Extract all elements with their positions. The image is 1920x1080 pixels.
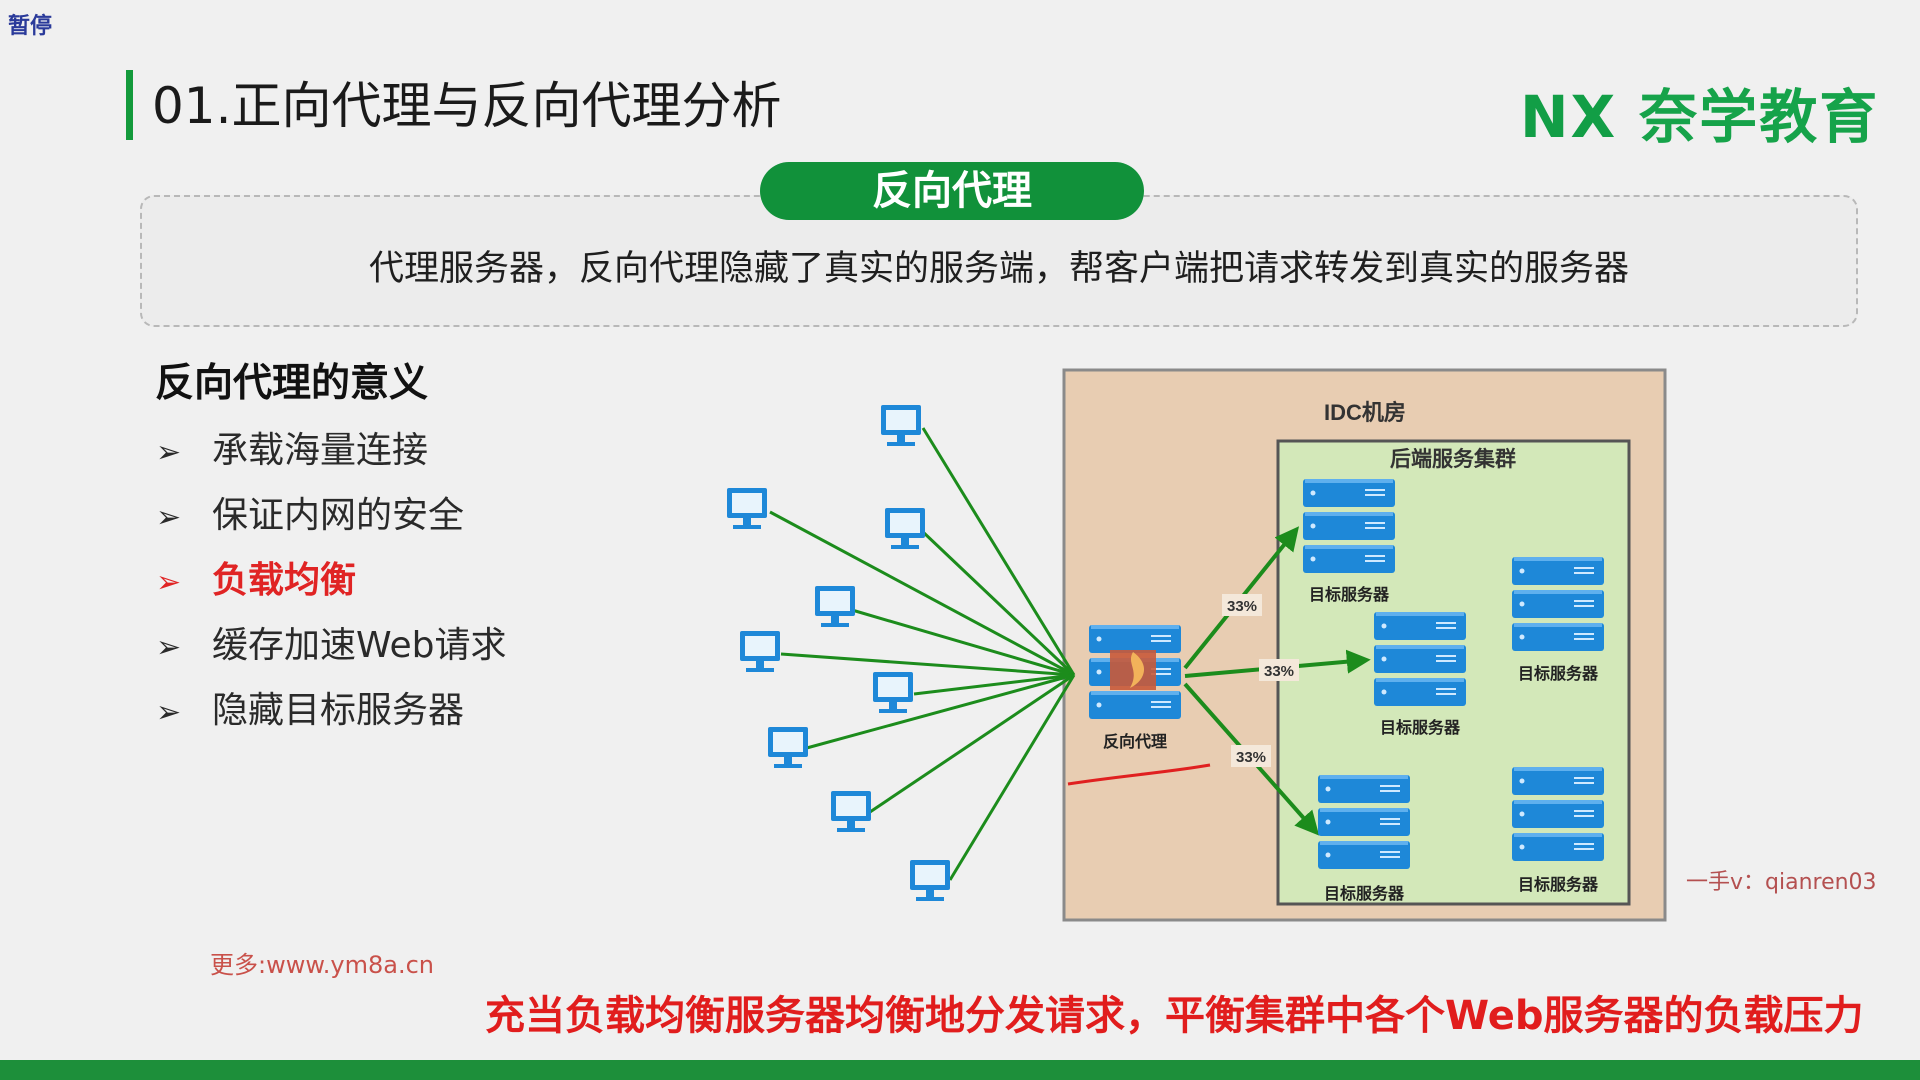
target-server-icon xyxy=(1318,775,1410,869)
client-monitor-icon xyxy=(740,631,780,672)
client-connection-line xyxy=(769,510,1075,677)
credit-watermark: 一手v：qianren03 xyxy=(1686,870,1877,895)
meaning-title: 反向代理的意义 xyxy=(155,361,429,406)
bullet-arrow-icon: ➢ xyxy=(156,500,182,535)
percent-bottom: 33% xyxy=(1236,749,1266,766)
target-server-label: 目标服务器 xyxy=(1518,664,1599,683)
logo-text: 奈学教育 xyxy=(1639,83,1880,151)
meaning-item: ➢ 承载海量连接 xyxy=(156,421,428,473)
client-monitor-icon xyxy=(815,586,855,627)
client-connection-line xyxy=(869,673,1075,814)
target-server-icon xyxy=(1512,557,1604,651)
meaning-item-label: 缓存加速Web请求 xyxy=(212,625,507,666)
logo-mark: NX xyxy=(1520,83,1618,151)
percent-badge xyxy=(1222,594,1262,616)
target-server-label: 目标服务器 xyxy=(1309,585,1390,604)
footer-bar xyxy=(0,1060,1920,1080)
client-connection-line xyxy=(913,673,1075,696)
percent-badge xyxy=(1259,659,1299,681)
percent-badge xyxy=(1231,745,1271,767)
meaning-item: ➢ 隐藏目标服务器 xyxy=(156,681,464,733)
target-server-label: 目标服务器 xyxy=(1380,718,1461,737)
definition-text: 代理服务器，反向代理隐藏了真实的服务端，帮客户端把请求转发到真实的服务器 xyxy=(368,249,1629,289)
proxy-label: 反向代理 xyxy=(1103,732,1167,751)
pause-label[interactable]: 暂停 xyxy=(8,14,53,39)
meaning-item: ➢ 保证内网的安全 xyxy=(156,486,464,538)
client-monitor-icon xyxy=(831,791,871,832)
bullet-arrow-icon: ➢ xyxy=(156,565,182,600)
client-monitor-icon xyxy=(881,405,921,446)
title-accent-bar xyxy=(126,70,133,140)
percent-mid: 33% xyxy=(1264,663,1294,680)
cluster-label: 后端服务集群 xyxy=(1390,447,1516,471)
idc-label: IDC机房 xyxy=(1324,400,1406,425)
target-server-icon xyxy=(1512,767,1604,861)
target-server-icon xyxy=(1374,612,1466,706)
meaning-item: ➢ 缓存加速Web请求 xyxy=(156,616,507,668)
percent-top: 33% xyxy=(1227,598,1257,615)
meaning-item-highlighted: ➢ 负载均衡 xyxy=(156,551,356,603)
summary-note: 充当负载均衡服务器均衡地分发请求，平衡集群中各个Web服务器的负载压力 xyxy=(485,993,1864,1039)
bullet-arrow-icon: ➢ xyxy=(156,630,182,665)
more-link[interactable]: 更多:www.ym8a.cn xyxy=(210,951,434,979)
page-title: 01.正向代理与反向代理分析 xyxy=(152,77,782,135)
client-monitor-icon xyxy=(873,672,913,713)
client-monitor-icon xyxy=(885,508,925,549)
client-monitor-icon xyxy=(910,860,950,901)
client-connections xyxy=(769,427,1076,881)
definition-pill: 反向代理 xyxy=(760,162,1144,220)
client-monitor-icon xyxy=(768,727,808,768)
meaning-item-label: 保证内网的安全 xyxy=(212,495,465,536)
client-monitor-icon xyxy=(727,488,767,529)
target-server-icon xyxy=(1303,479,1395,573)
client-connection-line xyxy=(802,673,1075,751)
proxy-server-icon xyxy=(1089,625,1181,719)
brand-logo: NX 奈学教育 xyxy=(1520,70,1879,154)
client-connection-line xyxy=(921,427,1076,676)
client-connection-line xyxy=(780,652,1075,677)
client-connection-line xyxy=(921,530,1076,677)
target-server-label: 目标服务器 xyxy=(1324,884,1405,903)
target-server-label: 目标服务器 xyxy=(1518,875,1599,894)
meaning-item-label: 隐藏目标服务器 xyxy=(212,690,465,731)
bullet-arrow-icon: ➢ xyxy=(156,435,182,470)
meaning-item-label: 承载海量连接 xyxy=(212,430,429,471)
client-connection-line xyxy=(851,608,1075,677)
meaning-item-label: 负载均衡 xyxy=(212,560,357,601)
red-pen-mark xyxy=(1067,763,1211,786)
bullet-arrow-icon: ➢ xyxy=(156,695,182,730)
client-connection-line xyxy=(948,674,1076,881)
